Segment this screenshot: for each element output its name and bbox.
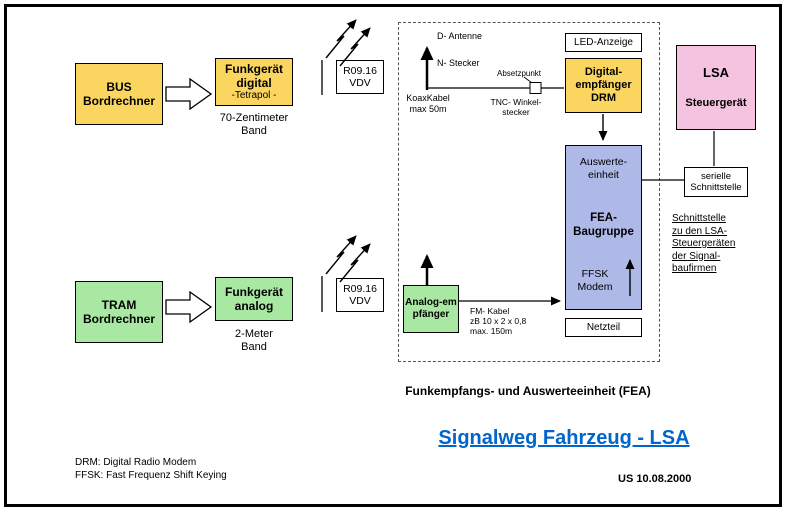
absetzpunkt-label: Absetzpunkt bbox=[497, 69, 542, 78]
vdv-standard-box-bottom: R09.16 VDV bbox=[336, 278, 384, 312]
fea-caption: Funkempfangs- und Auswerteeinheit (FEA) bbox=[405, 384, 651, 398]
drm-line2: empfänger bbox=[575, 79, 632, 92]
fm-kabel-label: FM- Kabel zB 10 x 2 x 0,8 max. 150m bbox=[470, 306, 550, 337]
band-70-line1: 70-Zentimeter bbox=[219, 112, 289, 124]
band-70-line2: Band bbox=[241, 125, 267, 138]
auswerte-label: Auswerte- einheit bbox=[566, 156, 641, 181]
bus-computer-line1: BUS bbox=[106, 79, 132, 94]
fea-line2: Baugruppe bbox=[573, 225, 634, 238]
fea-dashed-outline bbox=[398, 22, 660, 362]
drm-line1: Digital- bbox=[584, 66, 623, 79]
page-title: Signalweg Fahrzeug - LSA bbox=[438, 427, 690, 449]
note-line5: baufirmen bbox=[672, 263, 717, 274]
note-line3: Steuergeräten bbox=[672, 238, 736, 249]
auswerteeinheit-box: Auswerte- einheit FEA- Baugruppe FFSK Mo… bbox=[565, 145, 642, 310]
ffsk-line2: Modem bbox=[577, 280, 613, 293]
radio-digital-line1: Funkgerät bbox=[224, 61, 283, 76]
seriell-line2: Schnittstelle bbox=[690, 182, 742, 193]
auswerte-line1: Auswerte- bbox=[579, 156, 628, 168]
radio-analog-box: Funkgerät analog bbox=[215, 277, 293, 321]
bus-computer-box: BUS Bordrechner bbox=[75, 63, 163, 125]
tram-line1: TRAM bbox=[101, 297, 137, 312]
tnc-line2: stecker bbox=[502, 107, 530, 118]
n-stecker-label: N- Stecker bbox=[437, 58, 480, 68]
digital-receiver-box: Digital- empfänger DRM bbox=[565, 58, 642, 113]
legend-ffsk: FFSK: Fast Frequenz Shift Keying bbox=[75, 470, 227, 481]
power-supply-box: Netzteil bbox=[565, 318, 642, 337]
koax-kabel-label: KoaxKabel max 50m bbox=[400, 93, 456, 115]
tram-computer-box: TRAM Bordrechner bbox=[75, 281, 163, 343]
koax-line1: KoaxKabel bbox=[406, 93, 450, 103]
led-label: LED-Anzeige bbox=[574, 36, 633, 48]
note-line4: der Signal- bbox=[672, 250, 721, 262]
radio-digital-line3: -Tetrapol - bbox=[231, 90, 277, 102]
bus-computer-line2: Bordrechner bbox=[82, 94, 156, 108]
netzteil-label: Netzteil bbox=[586, 321, 621, 333]
band-70-label: 70-Zentimeter Band bbox=[215, 112, 293, 138]
tnc-line1: TNC- Winkel- bbox=[490, 97, 542, 107]
lsa-controller-box: LSA Steuergerät bbox=[676, 45, 756, 130]
tram-line2: Bordrechner bbox=[82, 312, 156, 326]
analog-receiver-box: Analog-em pfänger bbox=[403, 285, 459, 333]
radio-digital-line2: digital bbox=[236, 76, 272, 91]
vdv-bottom-line1: R09.16 bbox=[343, 282, 377, 295]
band-2-line1: 2-Meter bbox=[235, 328, 273, 340]
serial-interface-box: serielle Schnittstelle bbox=[684, 167, 748, 197]
analog-line2: pfänger bbox=[412, 309, 450, 320]
vdv-bottom-line2: VDV bbox=[349, 295, 371, 307]
radio-analog-line1: Funkgerät bbox=[224, 284, 283, 299]
fea-line1: FEA- bbox=[590, 212, 617, 224]
fm-line2: zB 10 x 2 x 0,8 bbox=[470, 316, 527, 327]
band-2-line2: Band bbox=[241, 341, 267, 354]
fm-line3: max. 150m bbox=[470, 326, 513, 337]
note-line1: Schnittstelle bbox=[672, 213, 726, 224]
date-stamp: US 10.08.2000 bbox=[618, 473, 692, 485]
vdv-standard-box-top: R09.16 VDV bbox=[336, 60, 384, 94]
radio-analog-line2: analog bbox=[234, 299, 274, 313]
ffsk-line1: FFSK bbox=[581, 268, 609, 280]
d-antenne-label: D- Antenne bbox=[437, 31, 483, 41]
band-2-label: 2-Meter Band bbox=[215, 328, 293, 354]
fm-line1: FM- Kabel bbox=[470, 306, 510, 316]
abbreviation-legend: DRM: Digital Radio Modem FFSK: Fast Freq… bbox=[75, 456, 227, 482]
note-line2: zu den LSA- bbox=[672, 225, 728, 237]
fea-baugruppe-label: FEA- Baugruppe bbox=[566, 212, 641, 240]
drm-line3: DRM bbox=[590, 91, 617, 104]
vdv-top-line1: R09.16 bbox=[343, 64, 377, 77]
led-display-box: LED-Anzeige bbox=[565, 33, 642, 52]
seriell-line1: serielle bbox=[700, 170, 732, 182]
auswerte-line2: einheit bbox=[588, 168, 619, 181]
page-border bbox=[4, 4, 782, 507]
ffsk-modem-label: FFSK Modem bbox=[572, 268, 618, 293]
interface-note: Schnittstelle zu den LSA- Steuergeräten … bbox=[672, 213, 764, 276]
analog-line1: Analog-em bbox=[405, 297, 457, 309]
lsa-line1: LSA bbox=[703, 65, 729, 81]
lsa-line2: Steuergerät bbox=[685, 96, 747, 109]
koax-line2: max 50m bbox=[409, 103, 447, 114]
legend-drm: DRM: Digital Radio Modem bbox=[75, 457, 197, 468]
radio-digital-box: Funkgerät digital -Tetrapol - bbox=[215, 58, 293, 106]
vdv-top-line2: VDV bbox=[349, 77, 371, 89]
tnc-stecker-label: TNC- Winkel- stecker bbox=[486, 97, 546, 117]
